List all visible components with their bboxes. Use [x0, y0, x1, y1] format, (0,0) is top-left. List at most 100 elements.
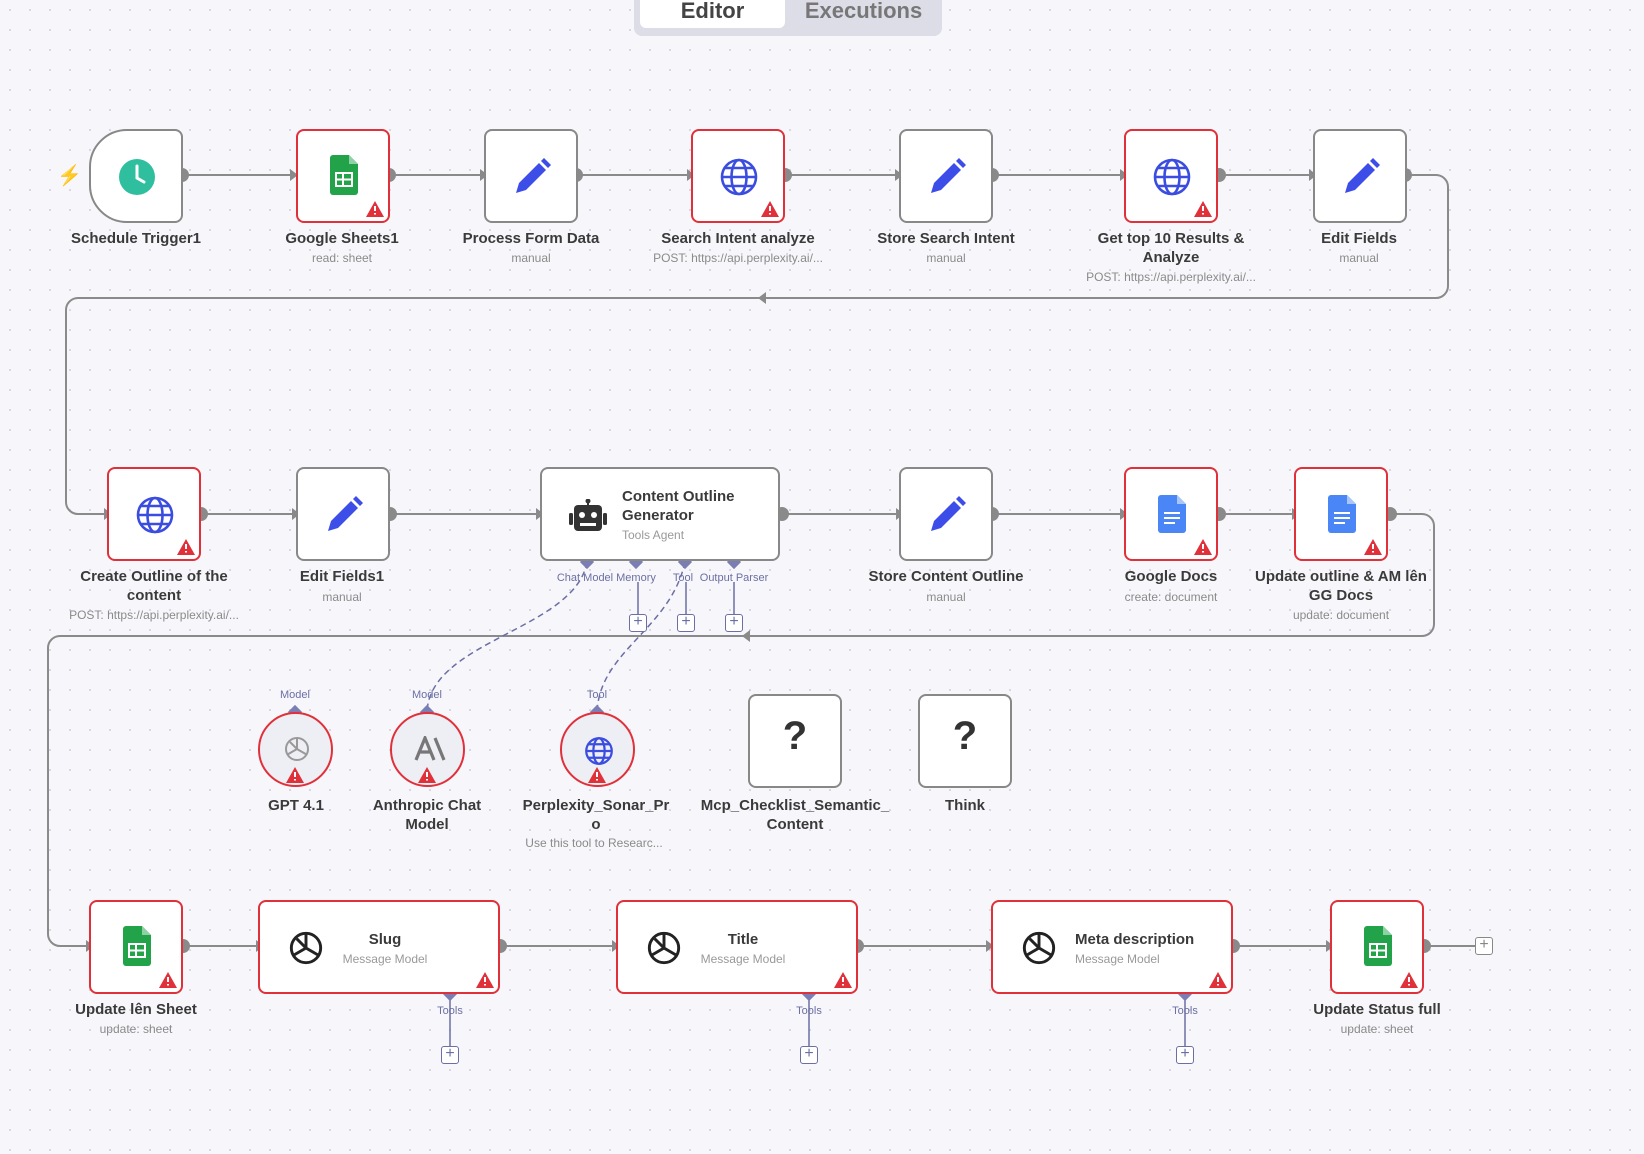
- question-icon: ?: [952, 714, 978, 758]
- node-subtitle: POST: https://api.perplexity.ai/...: [653, 251, 823, 265]
- node-edit-fields1[interactable]: [296, 467, 390, 561]
- node-anthropic-chat-model[interactable]: [390, 712, 465, 787]
- port-label-output-parser: Output Parser: [699, 572, 769, 584]
- google-docs-icon: [1328, 495, 1356, 533]
- port-label-memory: Memory: [616, 572, 656, 584]
- node-subtitle: manual: [926, 590, 966, 604]
- node-label: Store Search Intent: [877, 230, 1015, 247]
- node-label: Edit Fields1: [299, 568, 385, 585]
- node-subtitle: POST: https://api.perplexity.ai/...: [69, 608, 239, 622]
- node-update-status-full[interactable]: [1330, 900, 1424, 994]
- node-schedule-trigger[interactable]: [89, 129, 183, 223]
- warning-icon: [286, 767, 304, 783]
- node-get-top-10-results[interactable]: [1124, 129, 1218, 223]
- port-label-tool: Tool: [586, 689, 608, 701]
- node-google-sheets1[interactable]: [296, 129, 390, 223]
- add-tool-button[interactable]: +: [1176, 1046, 1194, 1064]
- node-label: Search Intent analyze: [661, 230, 815, 247]
- tab-editor[interactable]: Editor: [640, 0, 785, 28]
- node-subtitle: Tools Agent: [622, 528, 685, 542]
- warning-icon: [588, 767, 606, 783]
- tab-executions[interactable]: Executions: [804, 0, 923, 23]
- trigger-bolt-icon: ⚡: [57, 165, 82, 187]
- warning-icon: [1400, 972, 1418, 988]
- node-label: Store Content Outline: [868, 568, 1024, 585]
- add-memory-button[interactable]: +: [629, 614, 647, 632]
- add-tool-button[interactable]: +: [800, 1046, 818, 1064]
- openai-icon: [1022, 931, 1056, 965]
- node-inline-label: Slug Message Model: [340, 930, 430, 966]
- node-google-docs[interactable]: [1124, 467, 1218, 561]
- node-perplexity-sonar-pro[interactable]: [560, 712, 635, 787]
- pencil-icon: [931, 496, 966, 531]
- add-tool-button[interactable]: +: [677, 614, 695, 632]
- node-title: Meta description: [1075, 931, 1195, 948]
- warning-icon: [1364, 539, 1382, 555]
- globe-icon: [1153, 158, 1191, 196]
- add-tool-button[interactable]: +: [441, 1046, 459, 1064]
- node-label: Update Status full: [1313, 1001, 1441, 1018]
- node-update-outline-docs[interactable]: [1294, 467, 1388, 561]
- add-node-button[interactable]: +: [1475, 937, 1493, 955]
- node-label: Process Form Data: [462, 230, 600, 247]
- node-search-intent-analyze[interactable]: [691, 129, 785, 223]
- node-label: Create Outline of the: [80, 568, 228, 585]
- node-subtitle: POST: https://api.perplexity.ai/...: [1086, 270, 1256, 284]
- node-create-outline[interactable]: [107, 467, 201, 561]
- node-inline-label: Meta description Message Model: [1075, 930, 1194, 966]
- node-label: Update outline & AM lên: [1255, 568, 1427, 585]
- node-label: GPT 4.1: [268, 797, 324, 814]
- port-label-chat-model: Chat Model: [556, 572, 614, 584]
- node-store-content-outline[interactable]: [899, 467, 993, 561]
- node-subtitle: update: sheet: [1340, 1022, 1414, 1036]
- node-subtitle: Use this tool to Researc...: [525, 836, 663, 850]
- node-label: Schedule Trigger1: [70, 230, 202, 247]
- port-label-tool: Tool: [672, 572, 694, 584]
- node-label-line2: Model: [405, 816, 449, 833]
- port-label-tools: Tools: [796, 1005, 822, 1017]
- globe-icon: [585, 737, 613, 765]
- google-sheets-icon: [123, 926, 151, 966]
- node-think[interactable]: ?: [918, 694, 1012, 788]
- node-subtitle: manual: [322, 590, 362, 604]
- pencil-icon: [328, 496, 363, 531]
- node-subtitle: manual: [511, 251, 551, 265]
- node-store-search-intent[interactable]: [899, 129, 993, 223]
- node-subtitle: update: document: [1292, 608, 1390, 622]
- node-label-line2: Content: [766, 816, 824, 833]
- anthropic-icon: [414, 736, 446, 761]
- google-docs-icon: [1158, 495, 1186, 533]
- node-label: Google Docs: [1124, 568, 1218, 585]
- warning-icon: [1194, 539, 1212, 555]
- node-label: Google Sheets1: [285, 230, 399, 247]
- node-slug[interactable]: Slug Message Model: [258, 900, 500, 994]
- node-subtitle: Message Model: [1075, 952, 1160, 966]
- node-subtitle: manual: [1339, 251, 1379, 265]
- node-edit-fields[interactable]: [1313, 129, 1407, 223]
- warning-icon: [177, 539, 195, 555]
- node-title[interactable]: Title Message Model: [616, 900, 858, 994]
- node-meta-description[interactable]: Meta description Message Model: [991, 900, 1233, 994]
- node-label: Update lên Sheet: [75, 1001, 197, 1018]
- warning-icon: [761, 201, 779, 217]
- openai-icon: [647, 931, 681, 965]
- question-icon: ?: [782, 714, 808, 758]
- warning-icon: [834, 972, 852, 988]
- node-update-len-sheet[interactable]: [89, 900, 183, 994]
- node-content-outline-generator[interactable]: Content Outline Generator Tools Agent: [540, 467, 780, 561]
- node-label-line2: o: [591, 816, 601, 833]
- node-inline-label: Content Outline Generator Tools Agent: [622, 487, 735, 542]
- node-subtitle: Message Model: [700, 952, 786, 966]
- node-mcp-checklist[interactable]: ?: [748, 694, 842, 788]
- google-sheets-icon: [330, 155, 358, 195]
- node-process-form-data[interactable]: [484, 129, 578, 223]
- google-sheets-icon: [1364, 926, 1392, 966]
- node-label: Mcp_Checklist_Semantic_: [700, 797, 890, 814]
- add-output-parser-button[interactable]: +: [725, 614, 743, 632]
- node-label-line2: GG Docs: [1308, 587, 1374, 604]
- pencil-icon: [931, 158, 966, 193]
- node-label: Perplexity_Sonar_Pr: [522, 797, 670, 814]
- node-gpt-4-1[interactable]: [258, 712, 333, 787]
- warning-icon: [159, 972, 177, 988]
- pencil-icon: [516, 158, 551, 193]
